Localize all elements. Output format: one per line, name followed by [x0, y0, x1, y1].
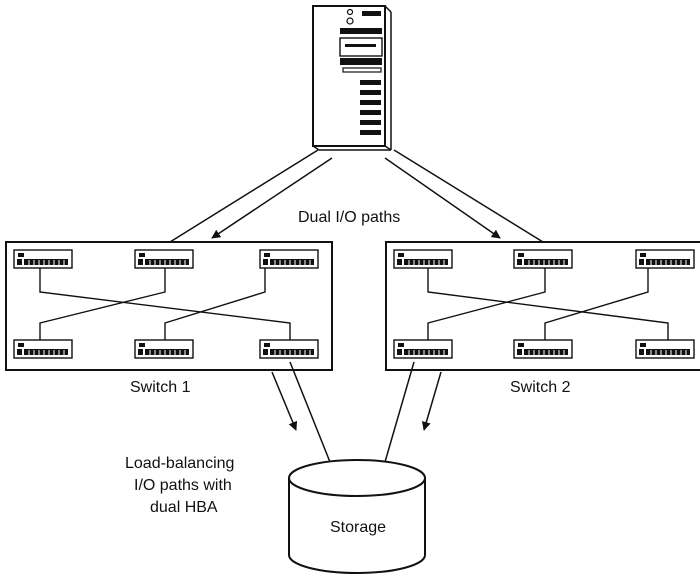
switch-2-port-module — [513, 249, 573, 269]
switch-1-label: Switch 1 — [130, 379, 191, 396]
switch-2-port-module — [393, 249, 453, 269]
switch-1-port-module — [13, 249, 73, 269]
load-balancing-label-line-1: Load-balancing — [125, 455, 234, 472]
switch-2-port-module — [393, 339, 453, 359]
server-to-switch-paths — [169, 149, 544, 243]
switch-2-port-module — [635, 339, 695, 359]
switch-2-port-module — [513, 339, 573, 359]
switch-1-port-module — [259, 249, 319, 269]
load-balancing-label-line-2: I/O paths with — [134, 477, 232, 494]
switch-1 — [5, 241, 333, 371]
switch-1-port-module — [134, 249, 194, 269]
switch-1-port-module — [134, 339, 194, 359]
storage-cylinder-icon — [288, 459, 426, 574]
server-tower-icon — [312, 5, 392, 151]
switch-2-label: Switch 2 — [510, 379, 571, 396]
switch-1-port-module — [13, 339, 73, 359]
dual-io-paths-label: Dual I/O paths — [298, 209, 400, 226]
storage-label: Storage — [330, 519, 386, 536]
switch-2 — [385, 241, 700, 371]
load-balancing-label-line-3: dual HBA — [150, 499, 218, 516]
switch-to-storage-paths — [271, 361, 442, 463]
switch-1-port-module — [259, 339, 319, 359]
switch-2-port-module — [635, 249, 695, 269]
